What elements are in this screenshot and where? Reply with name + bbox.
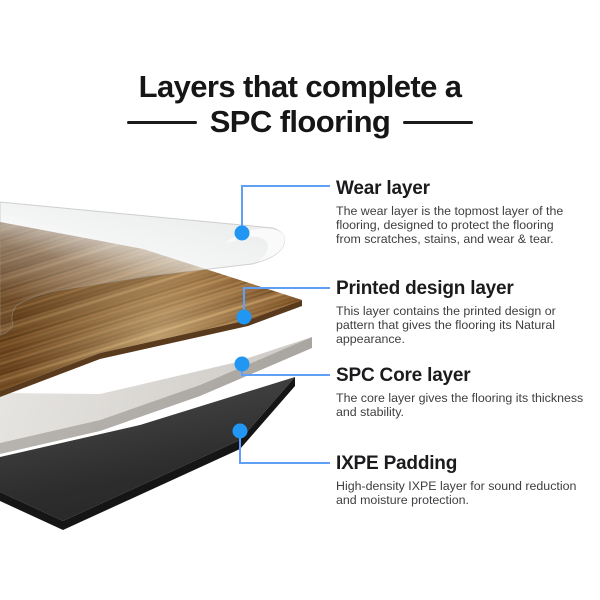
callout-spc-core-layer: SPC Core layer The core layer gives the … — [336, 364, 594, 419]
page-title: Layers that complete a SPC flooring — [0, 70, 600, 140]
callout-wear-layer-description: The wear layer is the topmost layer of t… — [336, 204, 564, 246]
title-line-2: SPC flooring — [209, 104, 391, 139]
callout-ixpe-padding-title: IXPE Padding — [336, 453, 458, 474]
dot-ixpe-padding — [232, 423, 248, 439]
callout-spc-core-layer-description: The core layer gives the flooring its th… — [336, 391, 584, 419]
callout-wear-layer-title: Wear layer — [336, 178, 430, 199]
callout-ixpe-padding: IXPE Padding High-density IXPE layer for… — [336, 452, 594, 507]
title-dash-left — [126, 120, 197, 124]
connector-wear-layer — [241, 185, 330, 233]
callout-printed-design-layer-description: This layer contains the printed design o… — [336, 304, 556, 346]
callout-connectors — [239, 185, 330, 464]
callout-ixpe-padding-description: High-density IXPE layer for sound reduct… — [336, 479, 577, 507]
dot-printed-layer — [236, 309, 252, 325]
callout-wear-layer: Wear layer The wear layer is the topmost… — [336, 177, 594, 246]
title-line-1: Layers that complete a — [138, 69, 462, 104]
callout-dots — [232, 225, 252, 439]
callout-printed-design-layer-title: Printed design layer — [336, 278, 514, 299]
title-dash-right — [403, 120, 474, 124]
connector-ixpe-padding — [239, 431, 330, 464]
dot-wear-layer — [234, 225, 250, 241]
callout-printed-design-layer: Printed design layer This layer contains… — [336, 277, 594, 346]
connector-printed-layer — [243, 287, 330, 317]
callout-spc-core-layer-title: SPC Core layer — [336, 365, 471, 386]
spc-core-graphic — [0, 337, 312, 454]
dot-spc-core — [234, 356, 250, 372]
title-line-2-row: SPC flooring — [0, 104, 600, 140]
ixpe-padding-graphic — [0, 377, 295, 530]
